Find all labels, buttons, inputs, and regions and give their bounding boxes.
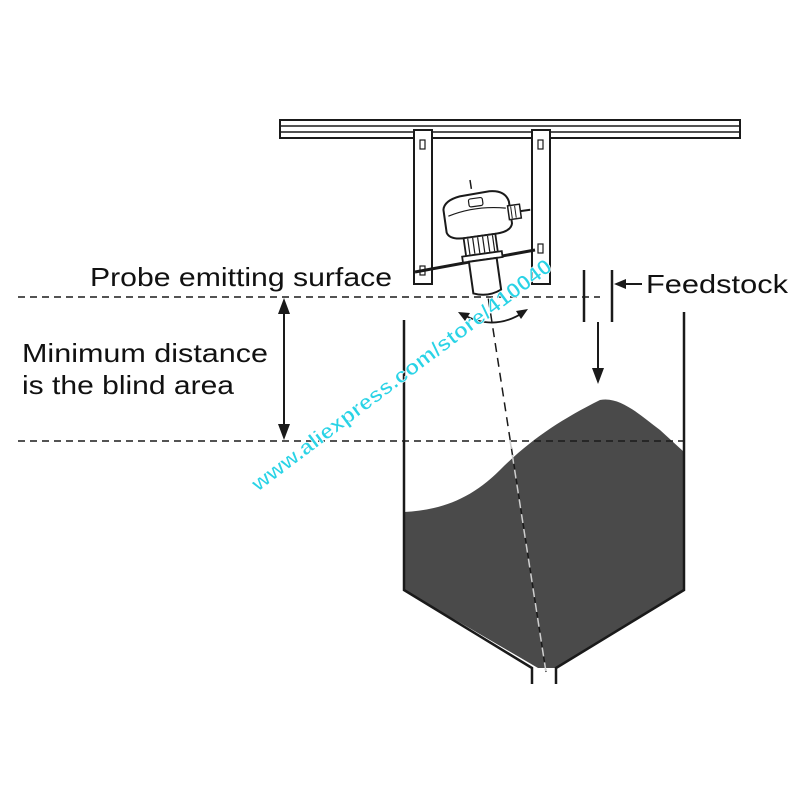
feed-arrow (592, 322, 604, 384)
blind-area-label-line2: is the blind area (22, 370, 235, 400)
silo-icon (402, 270, 686, 684)
mounting-beam (279, 119, 741, 139)
tilt-arc-icon (458, 309, 528, 324)
probe-surface-label: Probe emitting surface (90, 262, 392, 292)
ultrasonic-level-sensor-icon (442, 190, 531, 296)
blind-area-arrow (278, 298, 290, 440)
blind-area-label-line1: Minimum distance (22, 338, 268, 368)
feedstock-pointer (614, 279, 642, 289)
material-pile (404, 399, 684, 668)
feedstock-label: Feedstock (646, 269, 789, 299)
